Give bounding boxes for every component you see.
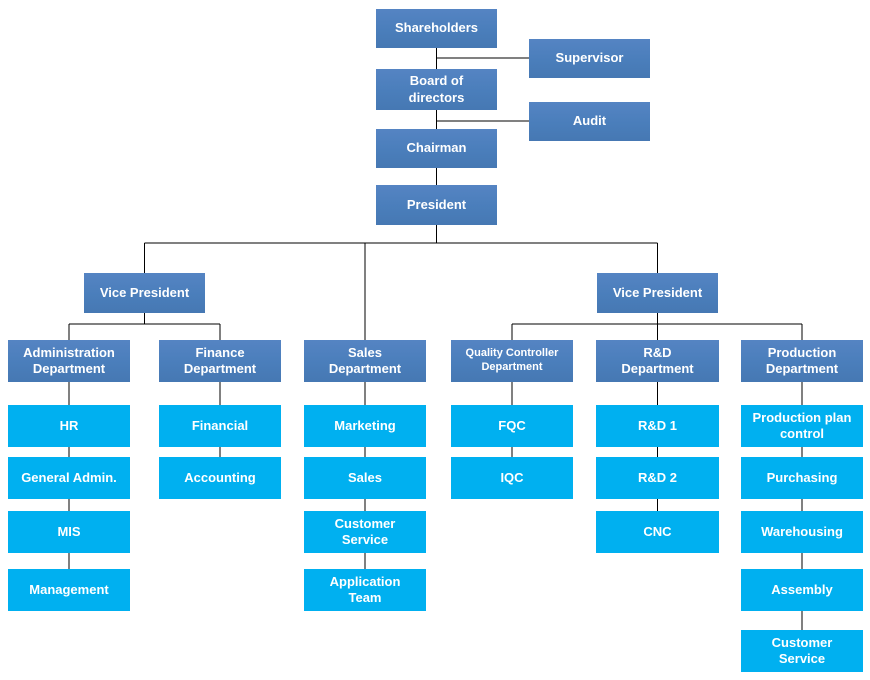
node-production-plan[interactable]: Production plan control [741,405,863,447]
node-iqc[interactable]: IQC [451,457,573,499]
node-supervisor[interactable]: Supervisor [529,39,650,78]
node-financial[interactable]: Financial [159,405,281,447]
node-fqc[interactable]: FQC [451,405,573,447]
node-management[interactable]: Management [8,569,130,611]
node-purchasing[interactable]: Purchasing [741,457,863,499]
node-rnd-dept[interactable]: R&D Department [596,340,719,382]
node-quality-dept[interactable]: Quality Controller Department [451,340,573,382]
node-finance-dept[interactable]: Finance Department [159,340,281,382]
node-customer-service-sales[interactable]: Customer Service [304,511,426,553]
node-chairman[interactable]: Chairman [376,129,497,168]
node-warehousing[interactable]: Warehousing [741,511,863,553]
node-application-team[interactable]: Application Team [304,569,426,611]
node-sales-dept[interactable]: Sales Department [304,340,426,382]
node-president[interactable]: President [376,185,497,225]
node-customer-service-production[interactable]: Customer Service [741,630,863,672]
node-board[interactable]: Board of directors [376,69,497,110]
node-shareholders[interactable]: Shareholders [376,9,497,48]
node-accounting[interactable]: Accounting [159,457,281,499]
node-mis[interactable]: MIS [8,511,130,553]
node-vp-right[interactable]: Vice President [597,273,718,313]
node-marketing[interactable]: Marketing [304,405,426,447]
node-rnd1[interactable]: R&D 1 [596,405,719,447]
node-general-admin[interactable]: General Admin. [8,457,130,499]
node-vp-left[interactable]: Vice President [84,273,205,313]
node-production-dept[interactable]: Production Department [741,340,863,382]
node-assembly[interactable]: Assembly [741,569,863,611]
node-rnd2[interactable]: R&D 2 [596,457,719,499]
node-sales[interactable]: Sales [304,457,426,499]
node-admin-dept[interactable]: Administration Department [8,340,130,382]
node-audit[interactable]: Audit [529,102,650,141]
node-cnc[interactable]: CNC [596,511,719,553]
node-hr[interactable]: HR [8,405,130,447]
